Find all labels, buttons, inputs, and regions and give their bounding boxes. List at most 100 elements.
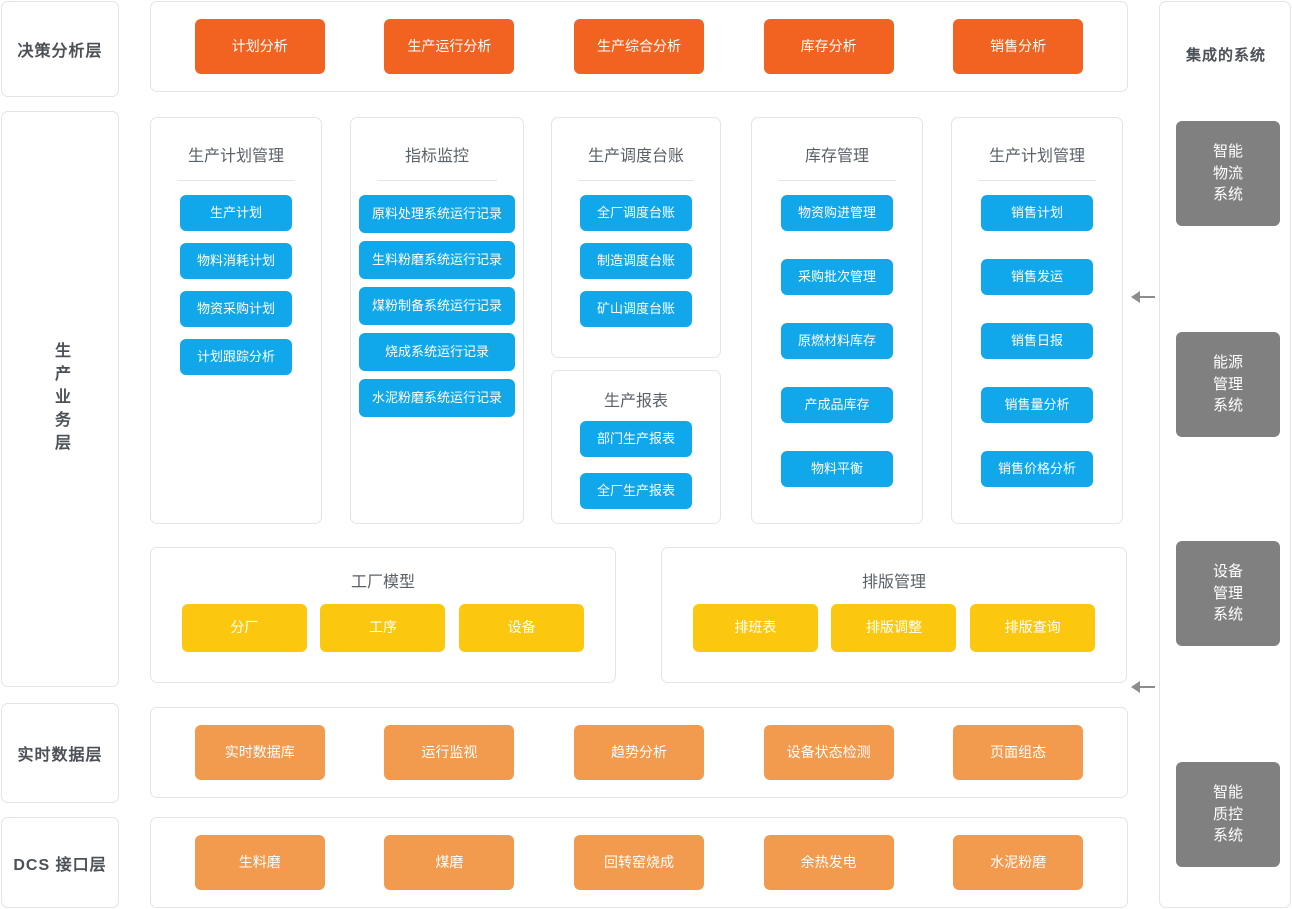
realtime-button-1[interactable]: 运行监视 [384,725,515,780]
layer-label-business: 生产业务层 [52,341,69,457]
realtime-button-label: 页面组态 [990,743,1047,760]
panel-item[interactable]: 水泥粉磨系统运行记录 [359,379,515,417]
panel-item[interactable]: 销售日报 [981,323,1093,359]
dcs-interface-band: 生料磨 煤磨 回转窑烧成 余热发电 水泥粉磨 [150,817,1128,908]
panel-item[interactable]: 销售价格分析 [981,451,1093,487]
dcs-button-label: 余热发电 [800,853,857,870]
layer-label-decision: 决策分析层 [17,43,103,60]
panel-item[interactable]: 物料平衡 [781,451,893,487]
panel-item[interactable]: 原料处理系统运行记录 [359,195,515,233]
panel-item[interactable]: 物资购进管理 [781,195,893,231]
realtime-button-3[interactable]: 设备状态检测 [763,725,894,780]
layer-cell-dcs: DCS 接口层 [1,817,119,908]
panel-item[interactable]: 采购批次管理 [781,259,893,295]
panel-body: 部门生产报表 全厂生产报表 [552,421,720,509]
system-box-energy-management[interactable]: 能源 管理 系统 [1176,332,1280,437]
panel-item-label: 销售量分析 [1004,396,1070,412]
group-item[interactable]: 工序 [320,604,446,652]
panel-item-label: 全厂生产报表 [596,482,675,498]
group-item-label: 分厂 [230,619,259,636]
panel-item-label: 水泥粉磨系统运行记录 [371,389,502,405]
panel-production-report: 生产报表 部门生产报表 全厂生产报表 [551,370,721,524]
group-item[interactable]: 设备 [459,604,585,652]
realtime-button-label: 趋势分析 [610,743,667,760]
arrow-shaft [1135,686,1155,688]
system-box-equipment-management[interactable]: 设备 管理 系统 [1176,541,1280,646]
panel-item[interactable]: 部门生产报表 [580,421,692,457]
panel-item[interactable]: 煤粉制备系统运行记录 [359,287,515,325]
group-item[interactable]: 分厂 [181,604,307,652]
panel-item-label: 销售价格分析 [997,460,1076,476]
arrow-shaft [1135,296,1155,298]
panel-divider [177,180,295,181]
panel-production-plan: 生产计划管理 生产计划 物料消耗计划 物资采购计划 计划跟踪分析 [150,117,322,524]
group-item[interactable]: 排版调整 [831,604,957,652]
dcs-button-3[interactable]: 余热发电 [763,835,894,890]
group-title: 排版管理 [861,574,926,591]
decision-button-0[interactable]: 计划分析 [194,19,325,74]
group-item[interactable]: 排班表 [692,604,818,652]
decision-button-4[interactable]: 销售分析 [953,19,1084,74]
panel-item-label: 原燃材料库存 [797,332,876,348]
panel-dispatch-ledger: 生产调度台账 全厂调度台账 制造调度台账 矿山调度台账 [551,117,721,358]
panel-item-label: 采购批次管理 [797,268,876,284]
panel-item-label: 煤粉制备系统运行记录 [371,297,502,313]
panel-body: 销售计划 销售发运 销售日报 销售量分析 销售价格分析 [952,195,1122,487]
realtime-button-4[interactable]: 页面组态 [953,725,1084,780]
panel-item[interactable]: 生料粉磨系统运行记录 [359,241,515,279]
panel-item-label: 销售发运 [1010,268,1063,284]
panel-title: 生产计划管理 [187,148,284,165]
panel-item[interactable]: 物资采购计划 [180,291,292,327]
system-box-label: 设备 管理 系统 [1212,562,1243,624]
panel-title: 生产调度台账 [587,148,684,165]
panel-divider [778,180,896,181]
dcs-button-label: 水泥粉磨 [990,853,1047,870]
panel-item[interactable]: 产成品库存 [781,387,893,423]
realtime-button-2[interactable]: 趋势分析 [573,725,704,780]
decision-button-label: 销售分析 [990,37,1047,54]
group-item-label: 排班表 [734,619,777,636]
group-layout-management: 排版管理 排班表 排版调整 排版查询 [661,547,1127,683]
integrated-systems-rail: 集成的系统 智能 物流 系统 能源 管理 系统 设备 管理 系统 智能 质控 系… [1159,1,1291,908]
panel-item[interactable]: 销售量分析 [981,387,1093,423]
realtime-button-0[interactable]: 实时数据库 [194,725,325,780]
panel-item[interactable]: 矿山调度台账 [580,291,692,327]
group-item-label: 设备 [507,619,536,636]
system-box-smart-logistics[interactable]: 智能 物流 系统 [1176,121,1280,226]
panel-item[interactable]: 销售发运 [981,259,1093,295]
dcs-button-1[interactable]: 煤磨 [384,835,515,890]
dcs-button-0[interactable]: 生料磨 [194,835,325,890]
panel-item[interactable]: 销售计划 [981,195,1093,231]
panel-divider [377,180,497,181]
decision-button-label: 库存分析 [800,37,857,54]
panel-body: 全厂调度台账 制造调度台账 矿山调度台账 [552,195,720,327]
decision-button-3[interactable]: 库存分析 [763,19,894,74]
group-item-label: 排版调整 [865,619,922,636]
decision-button-1[interactable]: 生产运行分析 [384,19,515,74]
layer-label-dcs: DCS 接口层 [13,856,107,874]
group-item[interactable]: 排版查询 [970,604,1096,652]
panel-item-label: 制造调度台账 [596,252,675,268]
dcs-button-label: 生料磨 [238,853,281,870]
system-box-label: 智能 物流 系统 [1212,142,1243,204]
panel-item[interactable]: 烧成系统运行记录 [359,333,515,371]
panel-item[interactable]: 计划跟踪分析 [180,339,292,375]
panel-item[interactable]: 制造调度台账 [580,243,692,279]
panel-item[interactable]: 原燃材料库存 [781,323,893,359]
integrated-systems-title: 集成的系统 [1185,47,1266,64]
panel-item-label: 生料粉磨系统运行记录 [371,251,502,267]
decision-button-2[interactable]: 生产综合分析 [573,19,704,74]
layer-rail: 决策分析层 生产业务层 实时数据层 DCS 接口层 [1,1,119,908]
system-box-smart-quality-control[interactable]: 智能 质控 系统 [1176,762,1280,867]
panel-item[interactable]: 物料消耗计划 [180,243,292,279]
panel-item-label: 物资采购计划 [196,300,275,316]
panel-item[interactable]: 全厂调度台账 [580,195,692,231]
panel-item[interactable]: 全厂生产报表 [580,473,692,509]
panel-body: 物资购进管理 采购批次管理 原燃材料库存 产成品库存 物料平衡 [752,195,922,487]
group-row: 排班表 排版调整 排版查询 [662,604,1126,652]
dcs-button-4[interactable]: 水泥粉磨 [953,835,1084,890]
arrow-left-lower [1131,681,1155,693]
panel-item-label: 物料消耗计划 [196,252,275,268]
panel-item[interactable]: 生产计划 [180,195,292,231]
dcs-button-2[interactable]: 回转窑烧成 [573,835,704,890]
